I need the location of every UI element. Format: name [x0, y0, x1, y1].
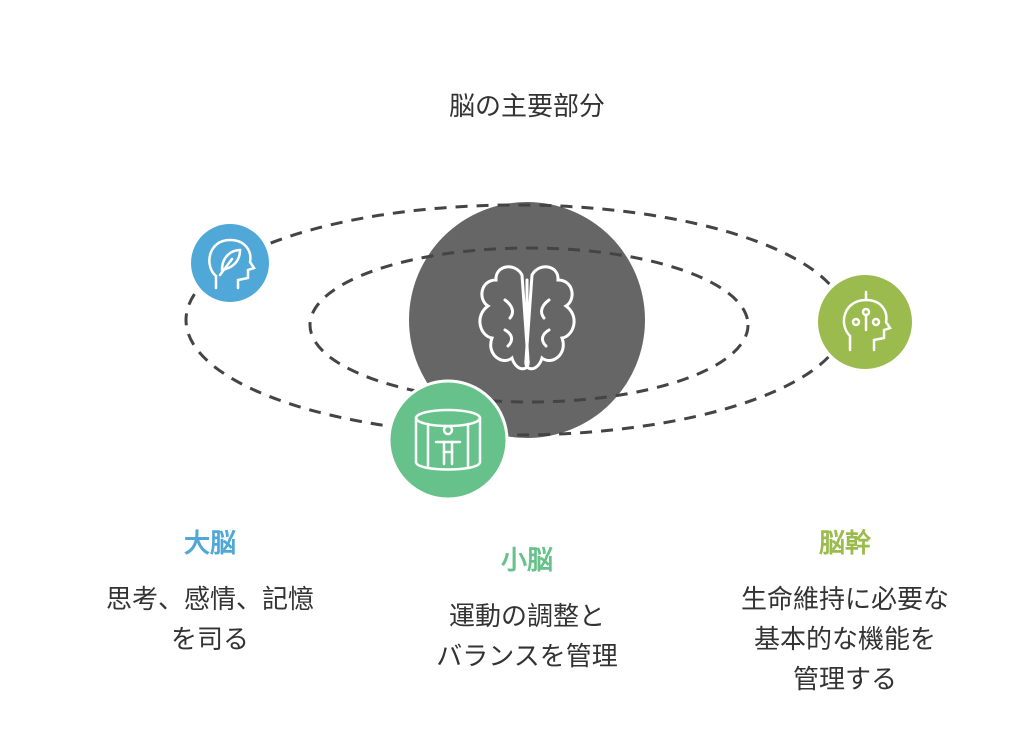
brainstem-label: 脳幹	[818, 529, 872, 559]
description-line: 管理する	[792, 665, 898, 695]
description-line: 思考、感情、記憶	[105, 585, 315, 615]
cerebellum-circle	[387, 379, 509, 501]
diagram-title: 脳の主要部分	[448, 92, 606, 122]
brain-icon	[478, 265, 576, 371]
head-circuit-icon	[842, 290, 892, 352]
cerebrum-label: 大脳	[183, 529, 237, 559]
description-line: 基本的な機能を	[753, 625, 937, 655]
cerebrum-description: 思考、感情、記憶 を司る	[106, 580, 314, 660]
description-line: 生命維持に必要な	[740, 585, 950, 615]
cerebellum-label: 小脳	[500, 546, 554, 576]
brainstem-description: 生命維持に必要な 基本的な機能を 管理する	[741, 580, 949, 700]
cerebellum-description: 運動の調整と バランスを管理	[436, 597, 617, 677]
person-balance-icon	[414, 408, 482, 471]
description-line: 運動の調整と	[448, 602, 606, 632]
head-leaf-icon	[208, 238, 256, 290]
inner-orbit	[308, 246, 750, 404]
description-line: バランスを管理	[436, 642, 618, 672]
description-line: を司る	[170, 625, 250, 655]
